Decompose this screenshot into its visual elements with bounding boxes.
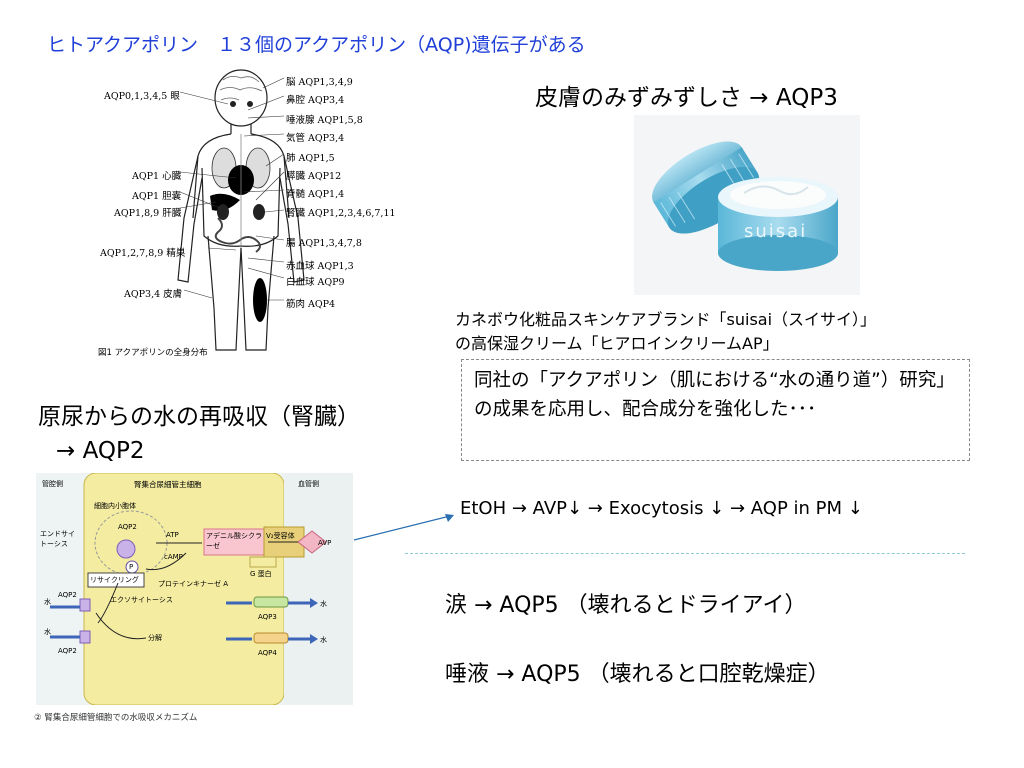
kd-water-in-1: 水 [44,598,51,606]
kd-aqp2-top: AQP2 [118,523,137,531]
kd-endo: エンドサイトーシス [40,530,75,548]
body-map-caption: 図1 アクアポリンの全身分布 [98,348,208,358]
kidney-heading-line2: → AQP2 [56,438,145,464]
kd-water-out-2: 水 [320,636,327,644]
kd-aqp4: AQP4 [258,649,277,657]
kd-aqp2-membrane-2: AQP2 [58,647,77,655]
body-label-eye: AQP0,1,3,4,5 眼 [104,91,180,102]
body-label-intestine: 腸 AQP1,3,4,7,8 [286,238,362,249]
research-note-box: 同社の「アクアポリン（肌における“水の通り道”）研究」の成果を応用し、配合成分を… [461,359,970,461]
product-caption: カネボウ化粧品スキンケアブランド「suisai（スイサイ）」 の高保湿クリーム「… [455,308,876,356]
kd-pka: プロテインキナーゼ A [158,580,229,588]
kd-avp: AVP [318,539,332,547]
kd-recycle: リサイクリング [90,576,139,584]
kd-enzyme: アデニル酸シクラーゼ [206,532,262,550]
kd-water-out-1: 水 [320,600,327,608]
kd-degrade: 分解 [148,634,162,642]
body-label-gallbladder: AQP1 胆嚢 [132,191,182,202]
kd-cell-title: 腎集合尿細管主細胞 [134,480,202,489]
body-label-rbc: 赤血球 AQP1,3 [286,261,354,272]
research-note-text: 同社の「アクアポリン（肌における“水の通り道”）研究」の成果を応用し、配合成分を… [474,370,955,420]
kd-gprotein: G 蛋白 [250,570,272,578]
aquaporin-body-map: AQP0,1,3,4,5 眼 AQP1 心臓 AQP1 胆嚢 AQP1,8,9 … [98,68,430,368]
body-label-salivary: 唾液腺 AQP1,5,8 [286,115,363,126]
kd-aqp2-membrane-1: AQP2 [58,591,77,599]
body-label-muscle: 筋肉 AQP4 [286,299,336,310]
saliva-aqp5: 唾液 → AQP5 （壊れると口腔乾燥症） [445,662,830,687]
body-label-heart: AQP1 心臓 [132,171,182,182]
kd-atp: ATP [166,531,179,539]
kd-vesicle-label: 細胞内小胞体 [94,502,136,510]
slide-title: ヒトアクアポリン １３個のアクアポリン（AQP)遺伝子がある [47,34,586,56]
body-label-liver: AQP1,8,9 肝臓 [114,208,182,219]
product-caption-line1: カネボウ化粧品スキンケアブランド「suisai（スイサイ）」 [455,310,877,329]
body-label-brain: 脳 AQP1,3,4,9 [286,77,353,88]
kd-aqp3: AQP3 [258,613,277,621]
human-body-outline [177,69,305,351]
kd-blood-label: 血管側 [298,480,319,488]
body-label-nasal: 鼻腔 AQP3,4 [286,95,345,106]
kd-p: P [129,563,134,571]
etoh-mechanism: EtOH → AVP↓ → Exocytosis ↓ → AQP in PM ↓ [460,498,863,519]
kd-lumen-label: 管腔側 [42,480,63,488]
cream-jar-photo: suisai [634,115,860,295]
body-label-testis: AQP1,2,7,8,9 精巣 [100,248,186,259]
connector-arrow [353,514,454,541]
product-caption-line2: の高保湿クリーム「ヒアロインクリームAP」 [455,334,779,353]
kd-water-in-2: 水 [44,628,51,636]
skin-heading: 皮膚のみずみずしさ → AQP3 [535,85,838,111]
kidney-heading-line1: 原尿からの水の再吸収（腎臓） [38,404,360,430]
product-brand-text: suisai [744,221,807,242]
separator-line [405,553,965,554]
body-label-pancreas: 膵臓 AQP12 [286,171,342,182]
body-label-lung: 肺 AQP1,5 [286,153,335,164]
tears-aqp5: 涙 → AQP5 （壊れるとドライアイ） [445,593,807,618]
body-label-skin: AQP3,4 皮膚 [124,289,183,300]
body-label-wbc: 白血球 AQP9 [286,277,345,288]
kidney-collecting-duct-diagram: 管腔側 血管側 腎集合尿細管主細胞 細胞内小胞体 AQP2 ATP cAMP ア… [36,473,353,705]
kidney-diagram-caption: ② 腎集合尿細管細胞での水吸収メカニズム [34,713,198,723]
body-label-kidney: 腎臓 AQP1,2,3,4,6,7,11 [286,208,396,219]
kidney-heading: 原尿からの水の再吸収（腎臓） → AQP2 [38,400,360,468]
kd-exo: エクソサイトーシス [110,596,173,604]
kd-camp: cAMP [164,553,183,561]
kd-v2: V₂受容体 [266,532,295,540]
body-label-trachea: 気管 AQP3,4 [286,133,345,144]
body-label-spinal: 脊髄 AQP1,4 [286,189,345,200]
